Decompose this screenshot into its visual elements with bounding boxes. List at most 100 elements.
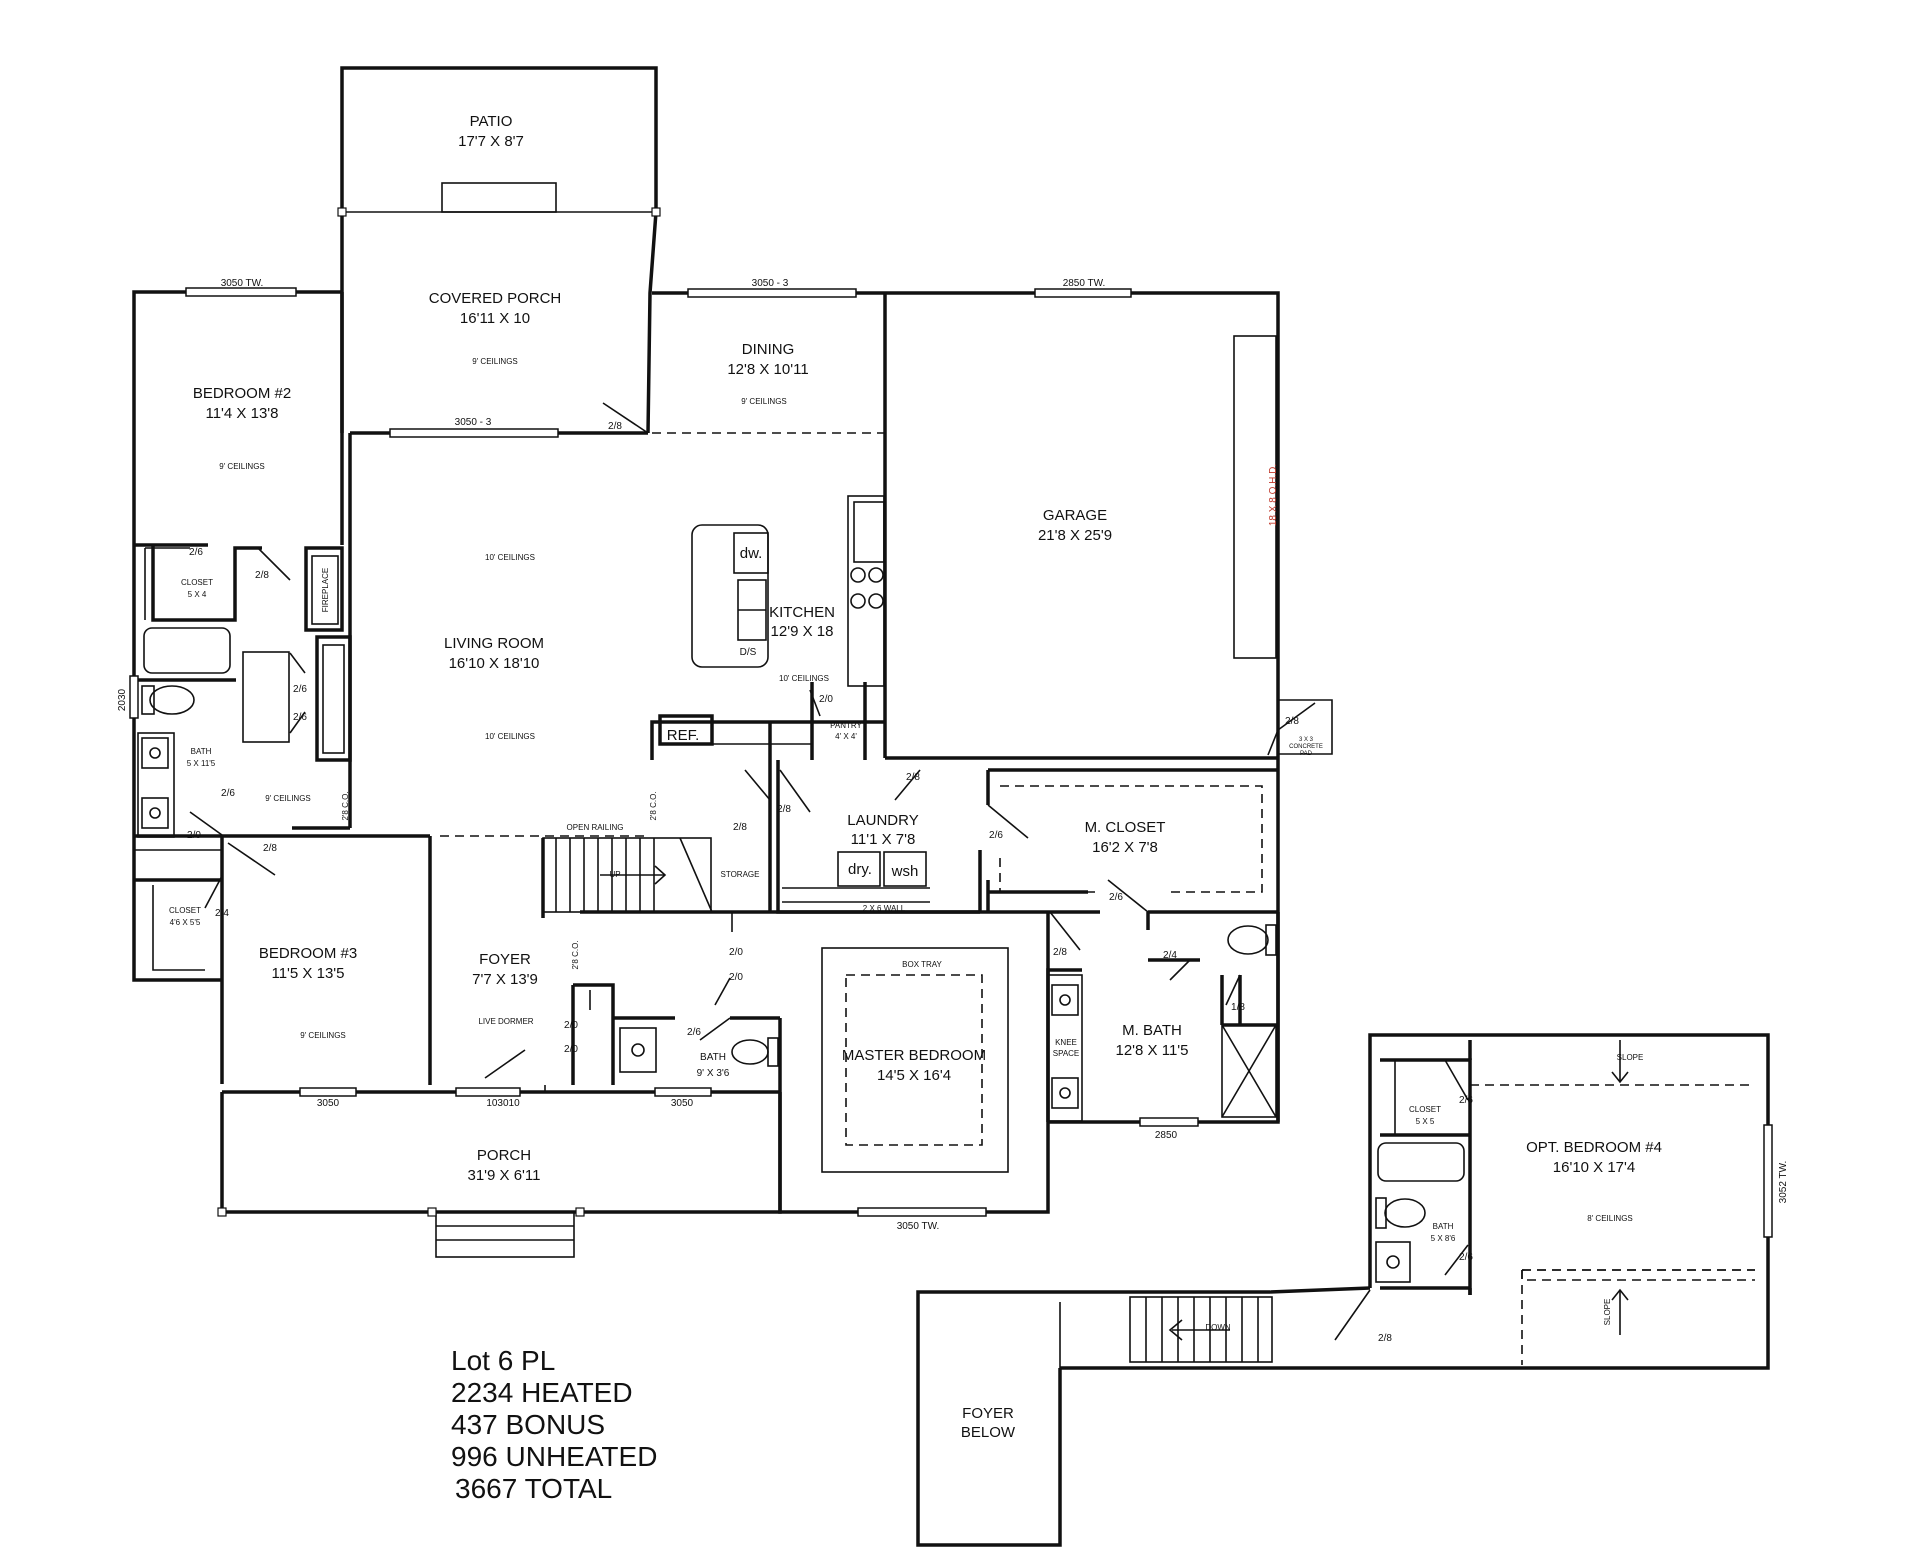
posts xyxy=(217,207,661,1217)
door-label: 2/6 xyxy=(1109,892,1123,903)
closet2-name: CLOSET xyxy=(169,906,201,915)
master-size: 14'5 X 16'4 xyxy=(877,1067,951,1084)
patio-name: PATIO xyxy=(470,113,513,130)
door-label: 2/0 xyxy=(564,1020,578,1031)
door-label: 2/4 xyxy=(1163,950,1177,961)
garage-name: GARAGE xyxy=(1043,507,1107,524)
window-label: 3052 TW. xyxy=(1778,1161,1789,1204)
pantry-size: 4' X 4' xyxy=(835,732,857,741)
door-label: 2/6 xyxy=(989,830,1003,841)
room-labels: PATIO 17'7 X 8'7 COVERED PORCH 16'11 X 1… xyxy=(169,113,1662,1441)
garage-size: 21'8 X 25'9 xyxy=(1038,527,1112,544)
area-totals: Lot 6 PL 2234 HEATED 437 BONUS 996 UNHEA… xyxy=(451,1345,657,1504)
porch-name: PORCH xyxy=(477,1147,531,1164)
opt-bedroom4-size: 16'10 X 17'4 xyxy=(1553,1159,1635,1176)
wall-note: 2 X 6 WALL xyxy=(863,904,906,913)
covered-porch-name: COVERED PORCH xyxy=(429,290,562,307)
patio-size: 17'7 X 8'7 xyxy=(458,133,524,150)
bedroom2-ceiling: 9' CEILINGS xyxy=(219,462,265,471)
window-label: 3050 TW. xyxy=(897,1221,940,1232)
door-label: 2/0 xyxy=(729,972,743,983)
window-label: 3050 - 3 xyxy=(752,278,789,289)
window-label: 3050 xyxy=(317,1098,340,1109)
bath3-size: 5 X 8'6 xyxy=(1431,1234,1456,1243)
door-label: 2/6 xyxy=(221,788,235,799)
door-label: 2/8 xyxy=(1378,1333,1392,1344)
foyer-below-2: BELOW xyxy=(961,1424,1016,1441)
window-label: 3050 TW. xyxy=(221,278,264,289)
m-bath-name: M. BATH xyxy=(1122,1022,1182,1039)
bedroom3-size: 11'5 X 13'5 xyxy=(271,965,344,982)
unheated-total: 996 UNHEATED xyxy=(451,1441,657,1472)
lot-label: Lot 6 PL xyxy=(451,1345,555,1376)
door-label: 2/8 xyxy=(777,804,791,815)
door-label: 2'8 C.O. xyxy=(571,940,580,969)
closet3-size: 5 X 5 xyxy=(1416,1117,1435,1126)
foyer-below-1: FOYER xyxy=(962,1405,1014,1422)
laundry-name: LAUNDRY xyxy=(847,812,918,829)
bedroom3-name: BEDROOM #3 xyxy=(259,945,357,962)
covered-porch-size: 16'11 X 10 xyxy=(460,310,530,327)
door-label: 2/6 xyxy=(293,712,307,723)
door-label: 2/8 xyxy=(263,843,277,854)
window-label: 103010 xyxy=(486,1098,520,1109)
door-label: 2/6 xyxy=(189,547,203,558)
door-labels: 2/8 2/6 2/8 2/6 2/6 2/6 2/0 2/8 2/4 2'8 … xyxy=(187,421,1473,1344)
door-label: 2/8 xyxy=(1285,716,1299,727)
window-labels: 3050 TW. 3050 - 3 3050 - 3 2850 TW. 2030… xyxy=(117,278,1789,1232)
living-name: LIVING ROOM xyxy=(444,635,544,652)
bath1-size: 5 X 11'5 xyxy=(187,759,216,768)
window-label: 3050 - 3 xyxy=(455,417,492,428)
hall-ceiling: 9' CEILINGS xyxy=(265,794,311,803)
dining-ceiling: 9' CEILINGS xyxy=(741,397,787,406)
door-label: 2/6 xyxy=(1459,1252,1473,1263)
knee-label: KNEE xyxy=(1055,1038,1077,1047)
door-label: 2/0 xyxy=(564,1044,578,1055)
bedroom2-size: 11'4 X 13'8 xyxy=(205,405,278,422)
closet1-name: CLOSET xyxy=(181,578,213,587)
porch-size: 31'9 X 6'11 xyxy=(467,1167,540,1184)
bedroom2-name: BEDROOM #2 xyxy=(193,385,291,402)
washer-label: wsh xyxy=(891,863,919,880)
m-bath-size: 12'8 X 11'5 xyxy=(1115,1042,1188,1059)
pantry-name: PANTRY xyxy=(830,721,862,730)
door-label: 2/6 xyxy=(687,1027,701,1038)
stairs-up: UP xyxy=(609,870,620,879)
master-name: MASTER BEDROOM xyxy=(842,1047,986,1064)
laundry-size: 11'1 X 7'8 xyxy=(851,831,916,848)
bedroom3-ceiling: 9' CEILINGS xyxy=(300,1031,346,1040)
walls xyxy=(132,66,1770,1547)
stairs-down: DOWN xyxy=(1205,1323,1231,1332)
bath2-name: BATH xyxy=(700,1052,726,1063)
slope-top: SLOPE xyxy=(1617,1053,1644,1062)
closet2-size: 4'6 X 5'5 xyxy=(170,918,201,927)
kitchen-name: KITCHEN xyxy=(769,604,835,621)
door-label: 2/0 xyxy=(729,947,743,958)
bonus-total: 437 BONUS xyxy=(451,1409,605,1440)
bath1-name: BATH xyxy=(191,747,212,756)
opt-bedroom4-name: OPT. BEDROOM #4 xyxy=(1526,1139,1662,1156)
closet1-size: 5 X 4 xyxy=(188,590,207,599)
dryer-label: dry. xyxy=(848,861,872,878)
window-label: 2850 xyxy=(1155,1130,1178,1141)
door-label: 2/8 xyxy=(608,421,622,432)
living-size: 16'10 X 18'10 xyxy=(449,655,540,672)
open-railing: OPEN RAILING xyxy=(567,823,624,832)
refrigerator-label: REF. xyxy=(667,727,700,744)
kitchen-size: 12'9 X 18 xyxy=(771,623,834,640)
heated-total: 2234 HEATED xyxy=(451,1377,633,1408)
door-label: 2'8 C.O. xyxy=(649,791,658,820)
bath3-name: BATH xyxy=(1433,1222,1454,1231)
garage-door-label: 18 X 8 O.H.D. xyxy=(1268,464,1279,526)
door-label: 2/6 xyxy=(1459,1095,1473,1106)
door-label: 1/8 xyxy=(1231,1002,1245,1013)
door-swings xyxy=(189,402,1469,1341)
window-label: 2030 xyxy=(117,688,128,711)
door-label: 2/0 xyxy=(819,694,833,705)
windows xyxy=(129,287,1773,1238)
fireplace-label: FIREPLACE xyxy=(321,568,330,612)
door-label: 2/8 xyxy=(255,570,269,581)
dishwasher-label: dw. xyxy=(740,545,763,562)
door-label: 2/8 xyxy=(906,772,920,783)
concrete-line2: CONCRETE xyxy=(1289,744,1323,750)
